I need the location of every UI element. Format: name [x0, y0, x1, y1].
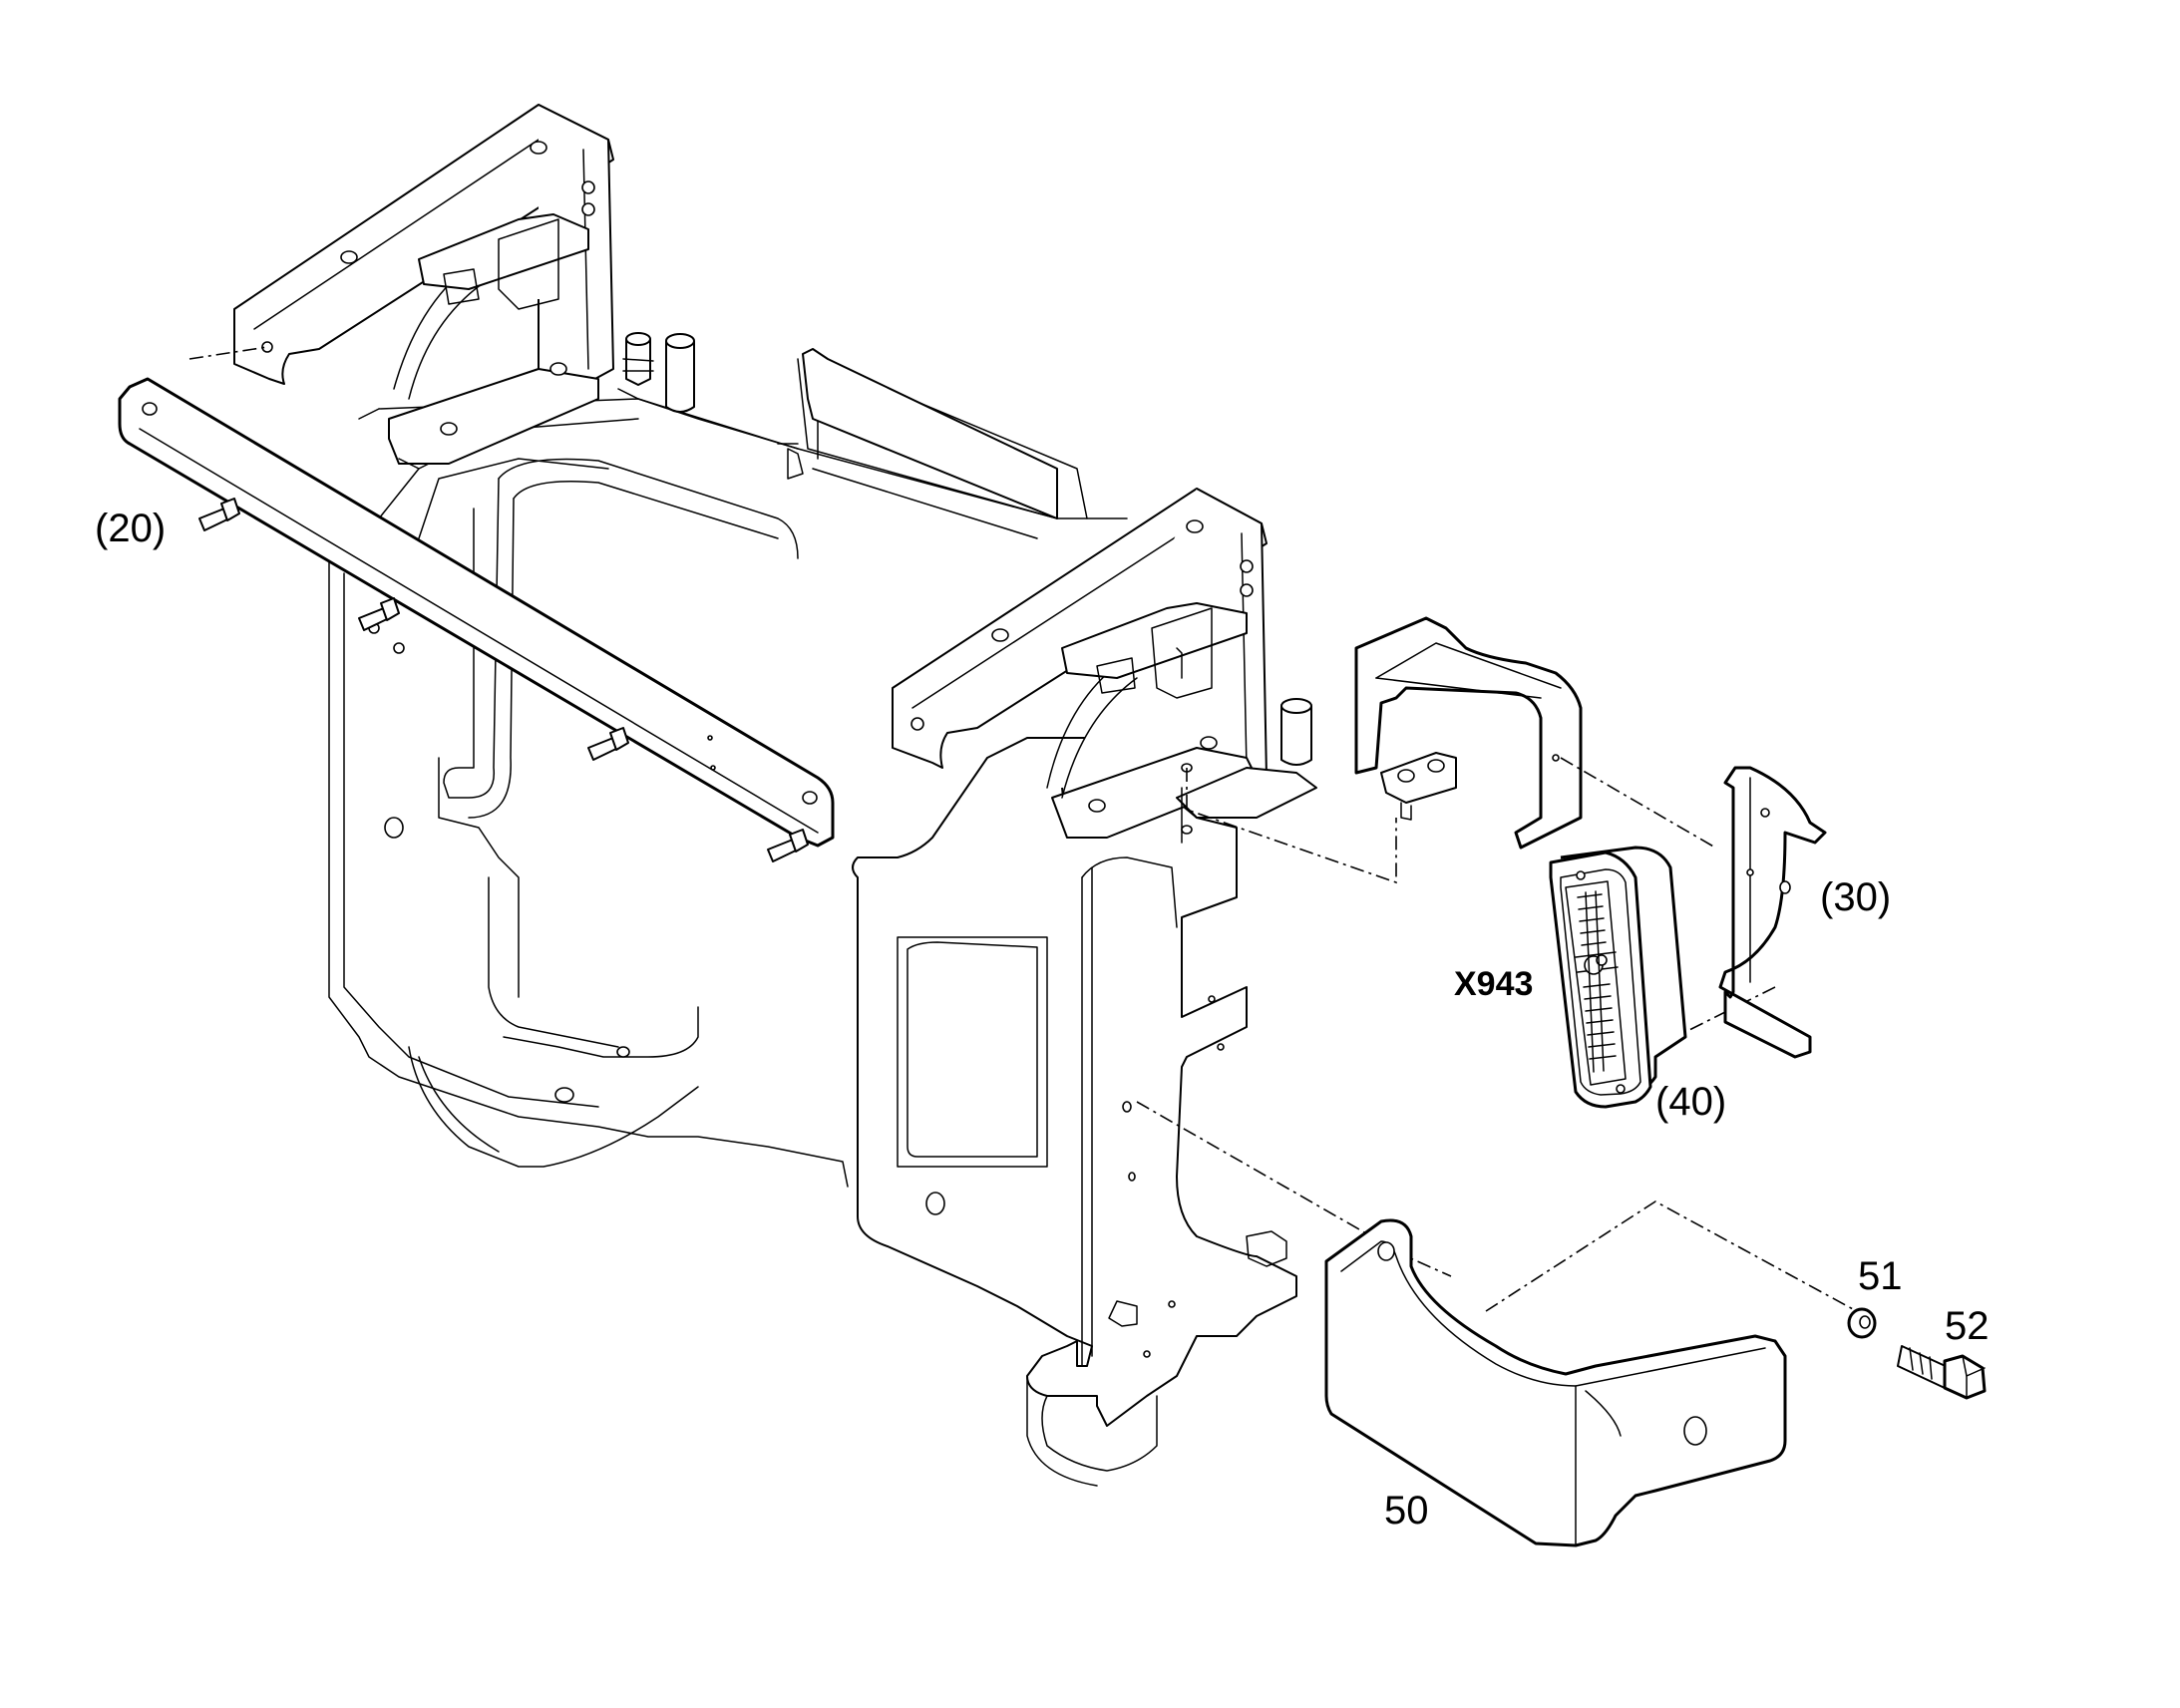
bolt	[587, 727, 629, 761]
callout-20: (20)	[95, 507, 166, 550]
part-52-bolt	[1897, 1345, 1987, 1400]
callout-x943: X943	[1454, 965, 1533, 1003]
center-upright-plate	[777, 348, 1058, 519]
connector-mount-bracket	[1354, 616, 1583, 850]
callout-50: 50	[1384, 1489, 1429, 1533]
callout-52: 52	[1945, 1304, 1990, 1348]
bolt	[358, 597, 400, 631]
callout-30: (30)	[1820, 875, 1891, 919]
part-20-bolts	[198, 498, 809, 862]
assembly-line	[188, 346, 268, 360]
part-20-strip-plate	[118, 377, 835, 848]
part-30-side-bracket	[1718, 766, 1827, 1059]
callout-40: (40)	[1655, 1080, 1726, 1124]
part-40-connector	[1549, 846, 1687, 1109]
main-frame	[328, 353, 1297, 1487]
assembly-lines	[1136, 757, 1876, 1322]
upper-left-mounting-bracket	[233, 104, 614, 470]
upper-right-mounting-bracket	[892, 488, 1317, 844]
bolt	[198, 498, 240, 531]
connector-pins	[1577, 890, 1617, 1073]
part-50-guard-bracket	[1324, 1218, 1787, 1547]
callout-51: 51	[1858, 1254, 1903, 1298]
center-guide-posts	[622, 332, 695, 413]
bolt	[767, 829, 809, 862]
part-51-washer	[1847, 1307, 1877, 1339]
